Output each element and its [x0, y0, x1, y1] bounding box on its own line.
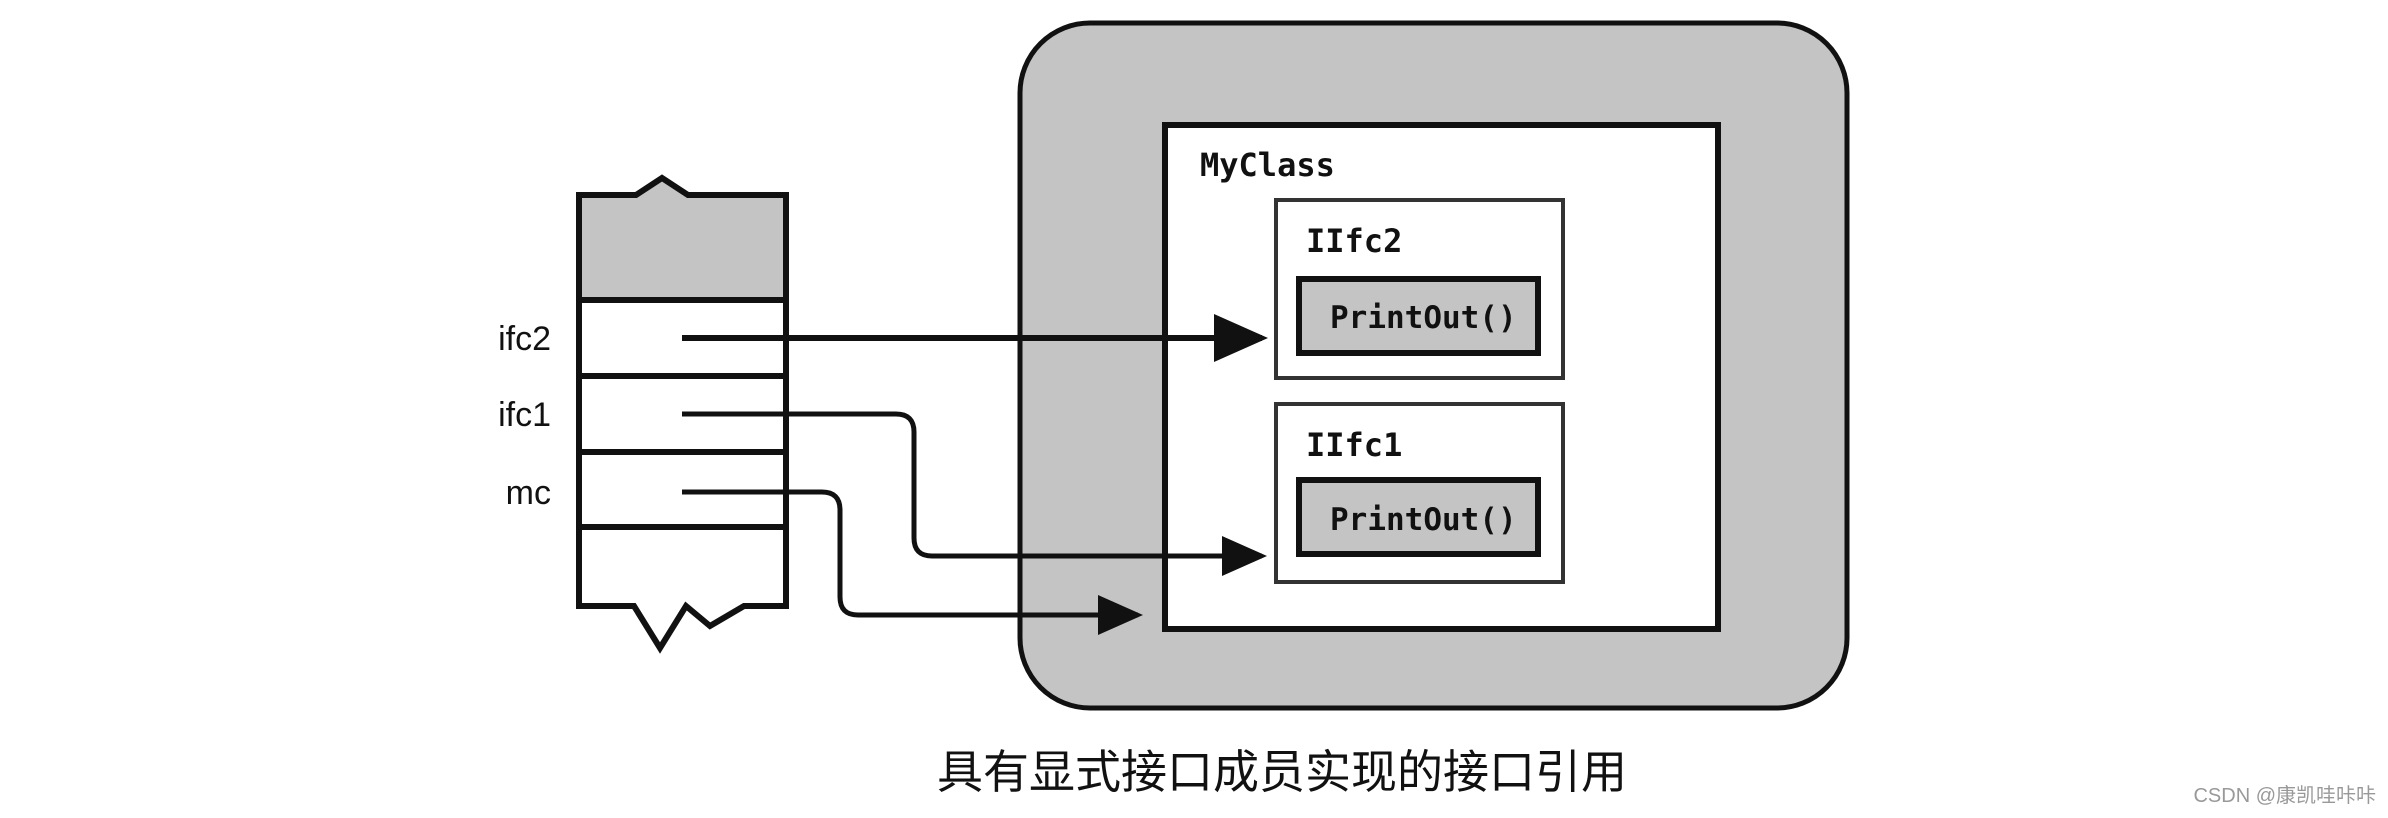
stack-label-ifc1: ifc1 [498, 396, 551, 434]
stack-label-mc: mc [506, 474, 551, 512]
stack-label-ifc2: ifc2 [498, 320, 551, 358]
figure-caption: 具有显式接口成员实现的接口引用 [937, 745, 1627, 799]
interface-name: IIfc1 [1306, 426, 1402, 464]
method-label: PrintOut() [1330, 502, 1517, 538]
myclass-title: MyClass [1200, 146, 1335, 184]
interface-name: IIfc2 [1306, 222, 1402, 260]
interface-box-iifc2: IIfc2 PrintOut() [1274, 198, 1565, 380]
method-label: PrintOut() [1330, 300, 1517, 336]
stack: ifc2 ifc1 mc [498, 174, 789, 654]
arrow-mc [682, 489, 1143, 635]
interface-box-iifc1: IIfc1 PrintOut() [1274, 402, 1565, 584]
arrow-ifc1 [682, 411, 1267, 576]
watermark: CSDN @康凯哇咔咔 [2193, 784, 2376, 807]
